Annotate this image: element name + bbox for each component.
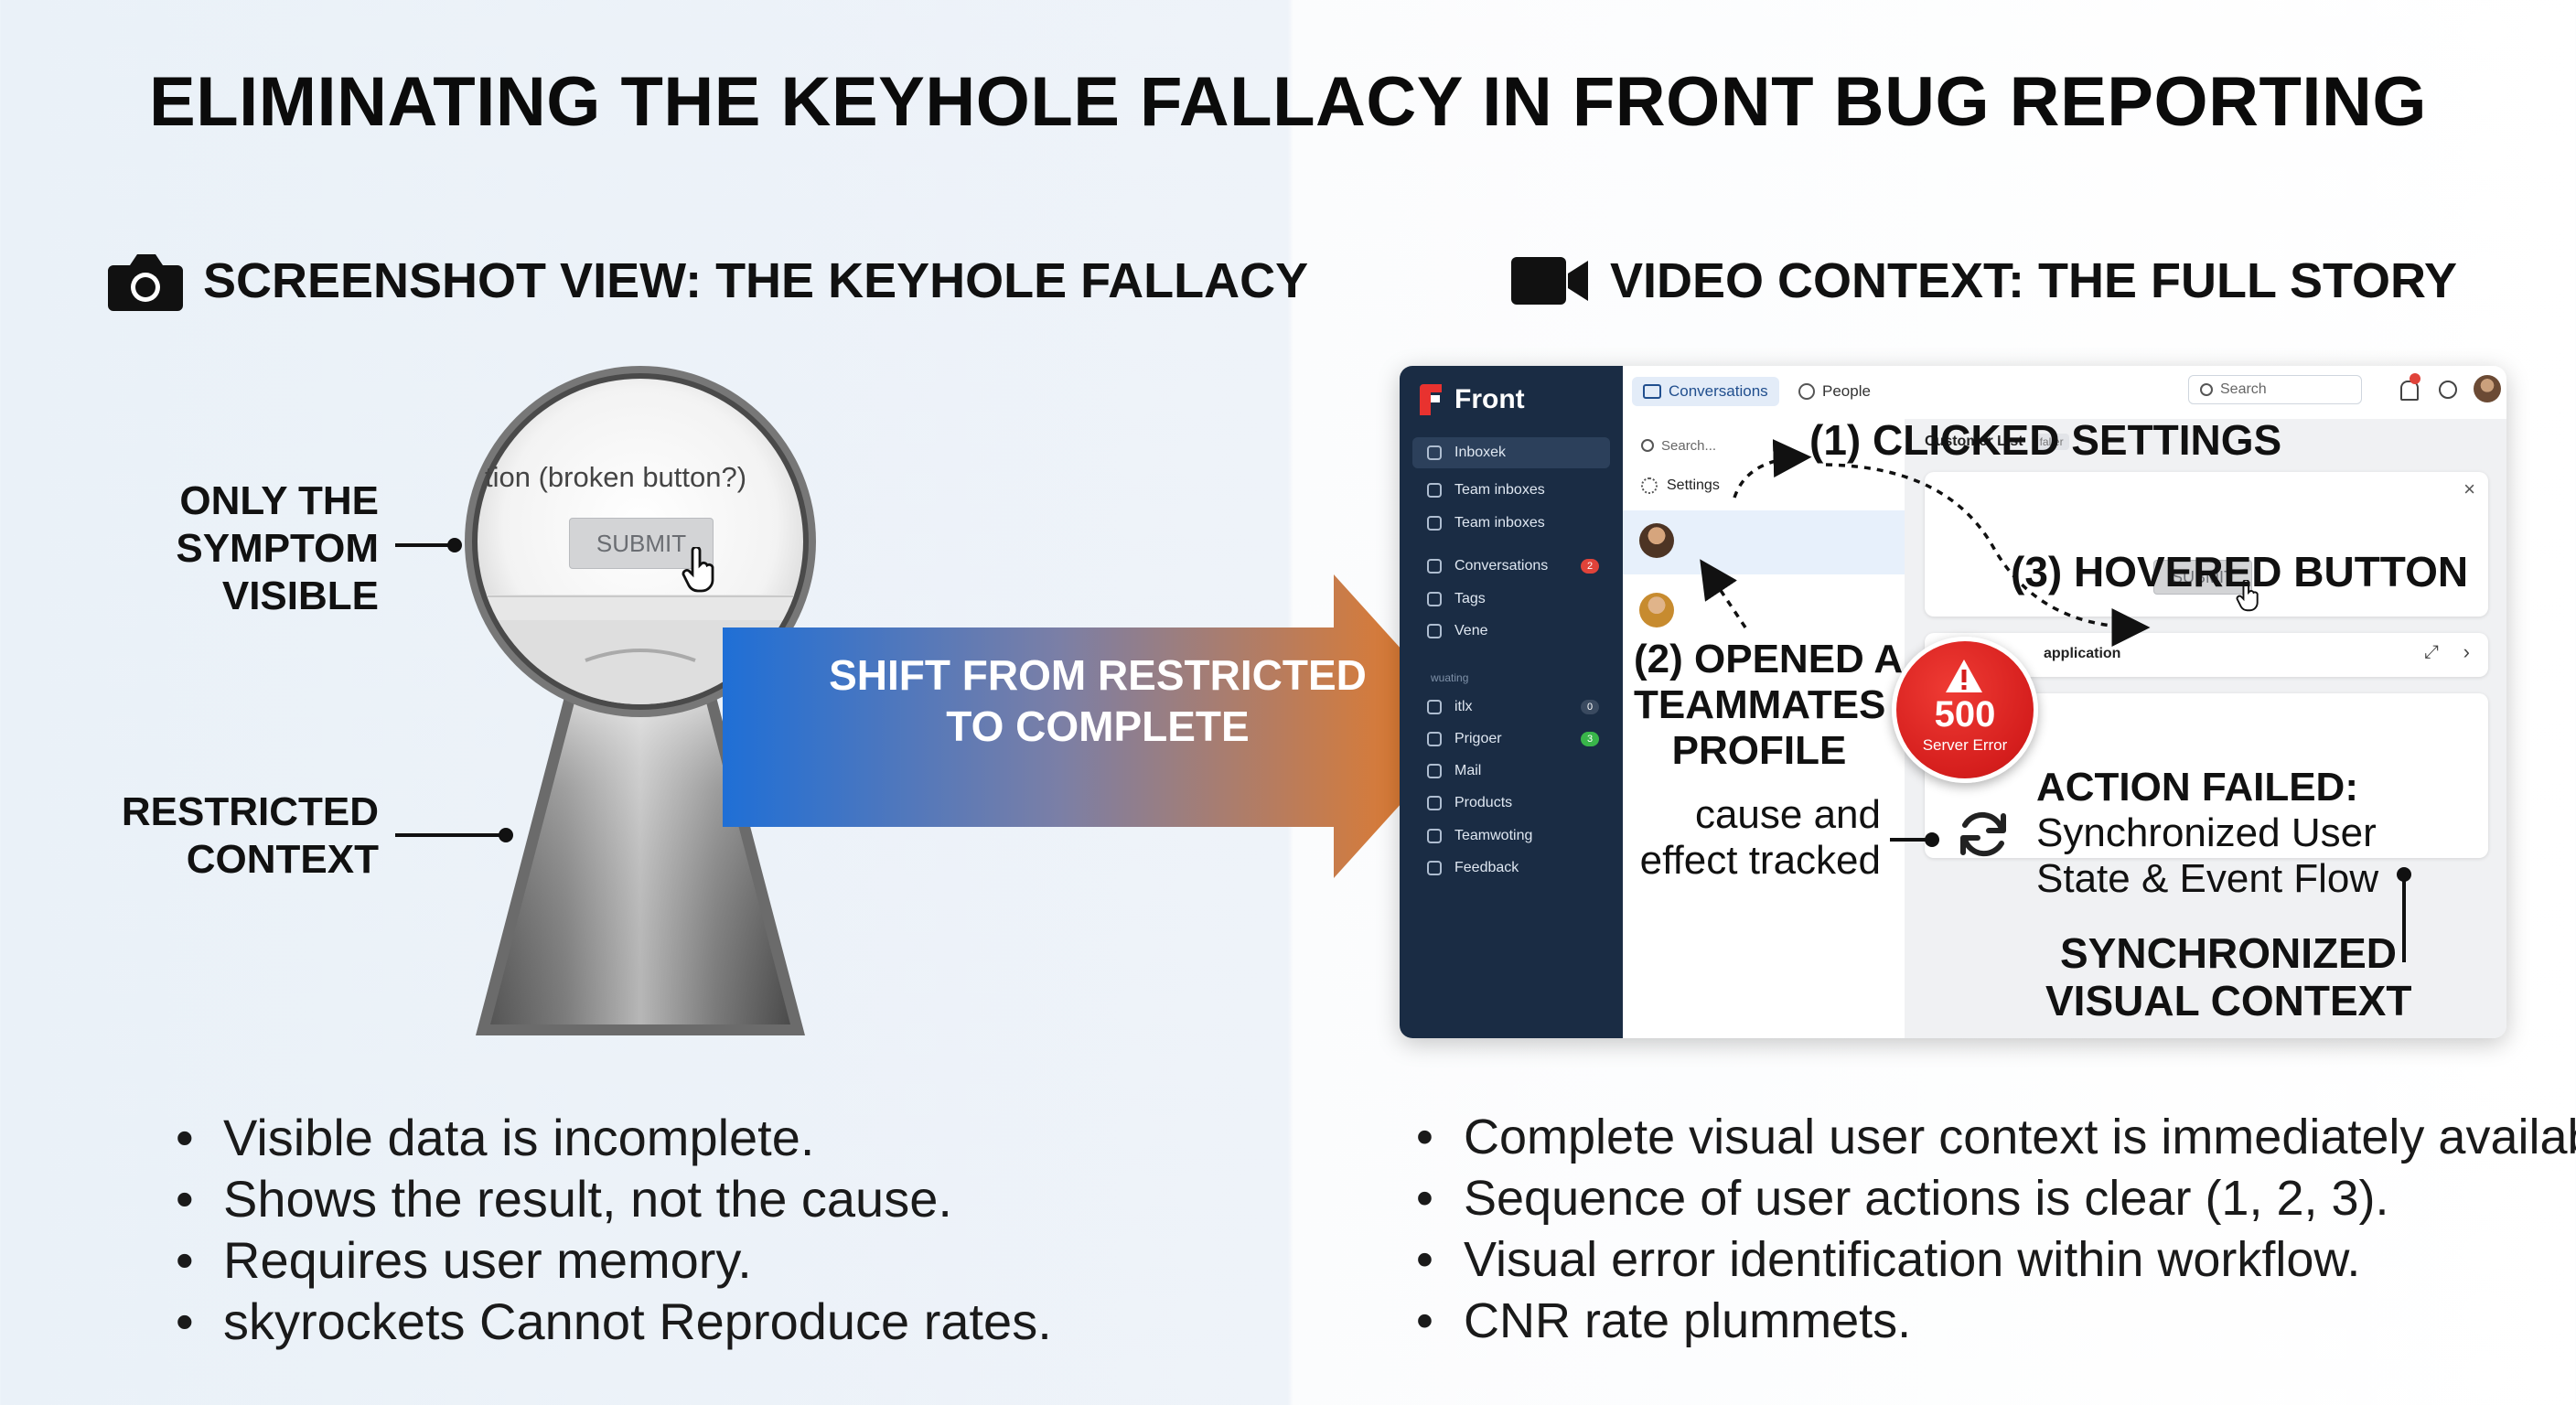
chevron-right-icon[interactable]: › [2463,640,2470,663]
step3-annotation: (3) HOVERED BUTTON [2011,548,2469,595]
shift-arrow-label: SHIFT FROM RESTRICTED TO COMPLETE [829,651,1367,750]
right-heading: VIDEO CONTEXT: THE FULL STORY [1509,249,2457,313]
customer-list-label: Customer List falier [1925,434,2069,450]
list-item[interactable] [1623,584,1905,638]
tab-conversations[interactable]: Conversations [1632,377,1779,406]
team-icon [1427,483,1442,498]
list-settings-item[interactable]: Settings [1641,474,1720,498]
conversation-list: Search... Settings [1623,419,1905,1038]
brand-name: Front [1454,384,1525,414]
sync-icon [1960,811,2006,857]
sidebar-item-vene[interactable]: Vene [1412,616,1610,647]
avatar [1639,523,1674,558]
list-item: Visual error identification within workf… [1416,1229,2576,1291]
mail-icon [1427,764,1442,778]
gear-icon [1427,796,1442,810]
sidebar-item-products[interactable]: Products [1412,788,1610,819]
error-code: 500 [1934,694,1996,735]
front-logo-icon [1420,384,1442,415]
hover-card: × SUBMIT [1925,472,2488,617]
video-camera-icon [1511,257,1588,305]
person-icon [1427,700,1442,714]
left-bullet-list: Visible data is incomplete. Shows the re… [176,1107,1052,1352]
list-item-selected[interactable] [1623,510,1905,574]
server-error-badge: 500 Server Error [1892,637,2038,783]
left-heading-text: SCREENSHOT VIEW: THE KEYHOLE FALLACY [203,253,1309,308]
step2-annotation: (2) OPENED A TEAMMATES PROFILE [1634,637,1904,773]
inbox-icon [1427,445,1442,460]
cursor-hand-icon [2236,580,2259,612]
notification-badge [2410,373,2420,384]
sidebar-item-tags[interactable]: Tags [1412,584,1610,615]
sidebar-item-team-inboxes-2[interactable]: Team inboxes [1412,508,1610,539]
gear-icon [1427,861,1442,875]
app-sidebar: Front Inboxek Team inboxes Team inboxes … [1400,366,1623,1038]
page-title: ELIMINATING THE KEYHOLE FALLACY IN FRONT… [149,63,2427,141]
search-icon [2200,383,2213,396]
list-search-input[interactable]: Search... [1641,434,1716,457]
customer-list-tag: falier [2034,434,2069,450]
sidebar-section-label: wuating [1431,671,1469,684]
action-failed-text: ACTION FAILED: Synchronized User State &… [2036,765,2379,901]
context-leader-line [395,828,513,842]
sidebar-item-team-inboxes[interactable]: Team inboxes [1412,475,1610,506]
list-item: Complete visual user context is immediat… [1416,1107,2576,1168]
list-item: Sequence of user actions is clear (1, 2,… [1416,1168,2576,1229]
sidebar-item-teamwoting[interactable]: Teamwoting [1412,820,1610,852]
right-heading-text: VIDEO CONTEXT: THE FULL STORY [1610,253,2458,308]
front-app-window: Front Inboxek Team inboxes Team inboxes … [1400,366,2506,1038]
tag-icon [1427,592,1442,606]
chat-icon [1643,384,1661,399]
chat-icon [1427,559,1442,574]
expand-icon[interactable]: ⤢ [2424,642,2439,662]
sidebar-item-inboxek[interactable]: Inboxek [1412,437,1610,468]
restricted-context-label: RESTRICTED CONTEXT [121,789,379,882]
shift-arrow [723,574,1471,878]
list-item: Requires user memory. [176,1229,1052,1291]
sync-visual-context-annotation: SYNCHRONIZED VISUAL CONTEXT [2045,929,2412,1024]
flow-arrows [1700,439,2411,962]
search-icon [1641,439,1654,452]
list-item: Visible data is incomplete. [176,1107,1052,1168]
step1-annotation: (1) CLICKED SETTINGS [1809,416,2282,464]
keyhole-visible-text: tion (broken button?) [485,461,747,493]
list-item: skyrockets Cannot Reproduce rates. [176,1291,1052,1352]
doc-icon [1427,829,1442,843]
list-item: CNR rate plummets. [1416,1291,2576,1352]
itlx-badge: 0 [1581,700,1599,714]
cause-effect-annotation: cause and effect tracked [1639,792,1881,883]
right-bullet-list: Complete visual user context is immediat… [1416,1107,2576,1352]
team-icon [1427,516,1442,531]
sidebar-item-mail[interactable]: Mail [1412,756,1610,787]
cursor-hand-icon [682,547,714,593]
keyhole-submit-button[interactable]: SUBMIT [569,518,714,569]
hovered-submit-button[interactable]: SUBMIT [2153,560,2252,595]
error-text: Server Error [1922,736,2008,754]
prigoer-badge: 3 [1581,732,1599,746]
avatar[interactable] [2474,375,2501,402]
people-icon [1798,383,1815,400]
gear-icon [1641,477,1658,494]
help-icon[interactable] [2439,381,2457,399]
left-heading: SCREENSHOT VIEW: THE KEYHOLE FALLACY [108,249,1308,313]
camera-icon [108,254,183,311]
tab-people[interactable]: People [1787,377,1882,406]
close-icon[interactable]: × [2463,477,2475,500]
avatar [1639,593,1674,627]
top-search-input[interactable]: Search [2188,375,2362,404]
symptom-label: ONLY THE SYMPTOM VISIBLE [176,478,379,618]
status-icon [1427,732,1442,746]
list-item: Shows the result, not the cause. [176,1168,1052,1229]
app-topbar: Conversations People Search [1623,366,2506,419]
symptom-leader-line [395,538,462,552]
conversations-badge: 2 [1581,559,1599,574]
person-icon [1427,624,1442,638]
sidebar-item-feedback[interactable]: Feedback [1412,853,1610,884]
front-logo: Front [1420,384,1525,415]
warning-icon [1946,660,1982,692]
